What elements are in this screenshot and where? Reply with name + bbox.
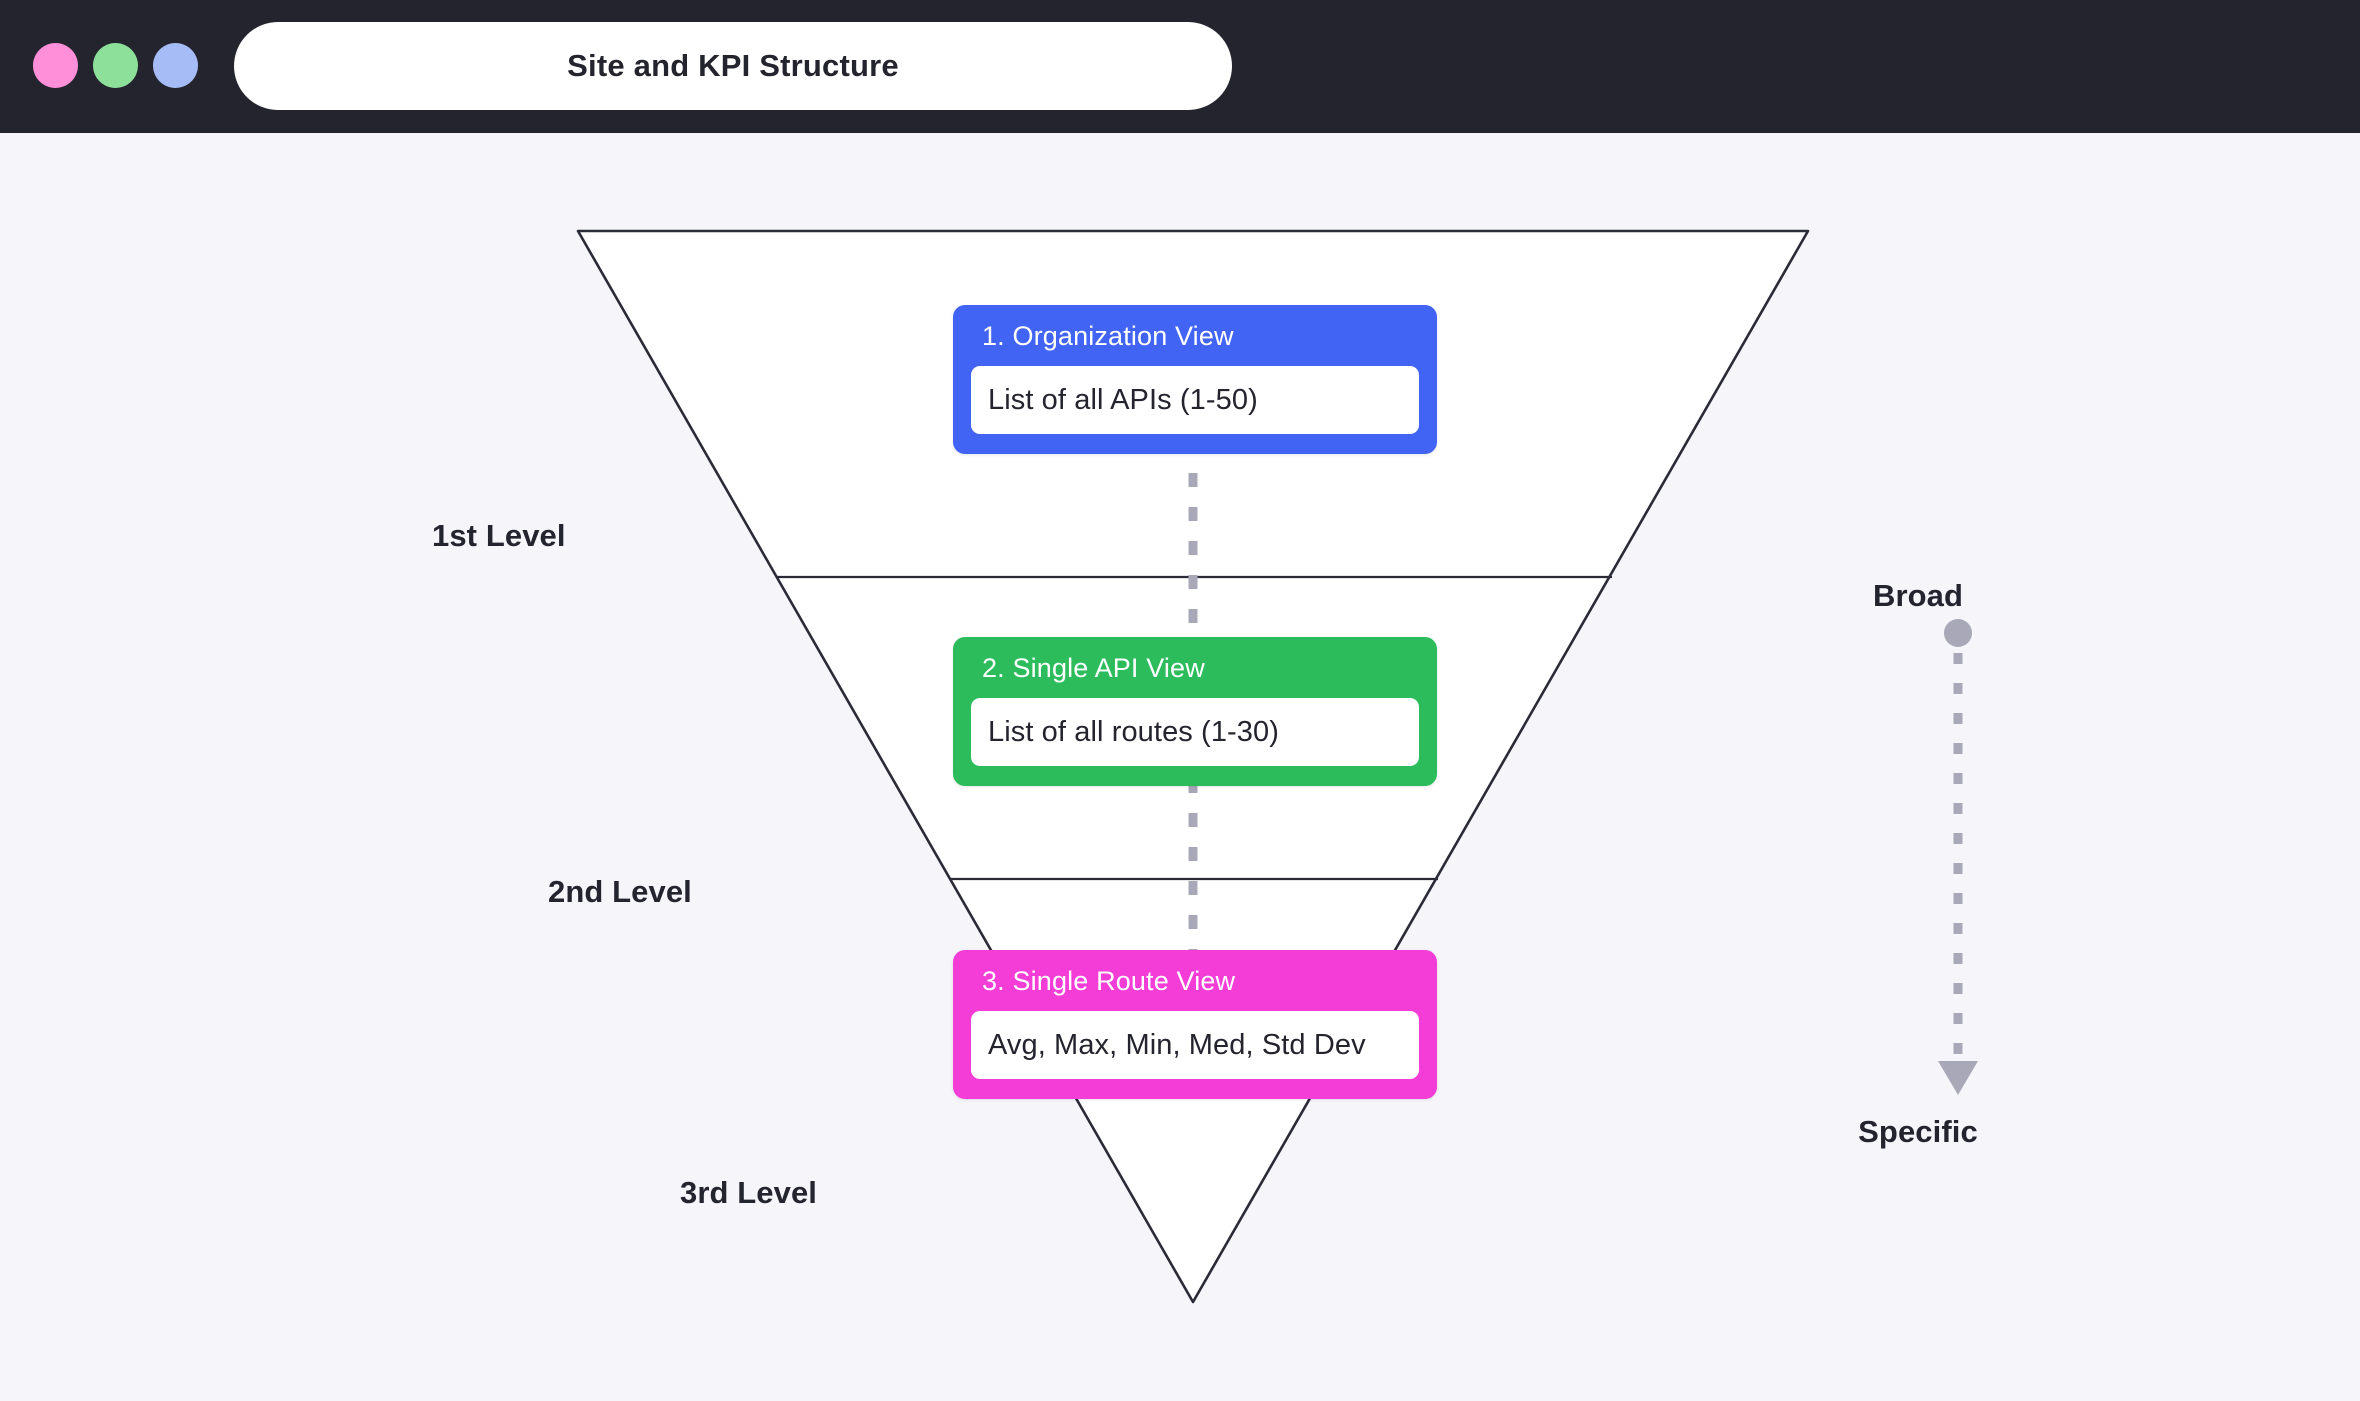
card-title: 1. Organization View [982, 321, 1234, 351]
card-body: Avg, Max, Min, Med, Std Dev [971, 1011, 1419, 1079]
axis-label-broad: Broad [1872, 578, 1964, 613]
card-single-route-view[interactable]: 3. Single Route View Avg, Max, Min, Med,… [953, 950, 1437, 1099]
title-pill[interactable]: Site and KPI Structure [234, 22, 1232, 110]
maximize-button-icon[interactable] [153, 43, 198, 88]
card-body-text: List of all APIs (1-50) [988, 383, 1258, 416]
window-titlebar: Site and KPI Structure [0, 0, 2360, 133]
card-title: 2. Single API View [982, 653, 1205, 683]
window-title: Site and KPI Structure [567, 48, 899, 83]
card-body: List of all APIs (1-50) [971, 366, 1419, 434]
close-button-icon[interactable] [33, 43, 78, 88]
axis-label-specific: Specific [1858, 1114, 1978, 1149]
card-body-text: Avg, Max, Min, Med, Std Dev [988, 1028, 1366, 1061]
level-label-3: 3rd Level [680, 1175, 818, 1210]
traffic-light-group [33, 43, 198, 88]
card-single-api-view[interactable]: 2. Single API View List of all routes (1… [953, 637, 1437, 786]
axis-start-dot-icon [1944, 619, 1972, 647]
minimize-button-icon[interactable] [93, 43, 138, 88]
card-organization-view[interactable]: 1. Organization View List of all APIs (1… [953, 305, 1437, 454]
card-body: List of all routes (1-30) [971, 698, 1419, 766]
card-body-text: List of all routes (1-30) [988, 715, 1280, 748]
level-label-1: 1st Level [432, 518, 566, 553]
axis-arrowhead-icon [1938, 1061, 1978, 1095]
card-title: 3. Single Route View [982, 966, 1236, 996]
diagram-canvas: 1st Level 2nd Level 3rd Level 1. Organiz… [0, 133, 2360, 1401]
level-label-2: 2nd Level [548, 874, 692, 909]
